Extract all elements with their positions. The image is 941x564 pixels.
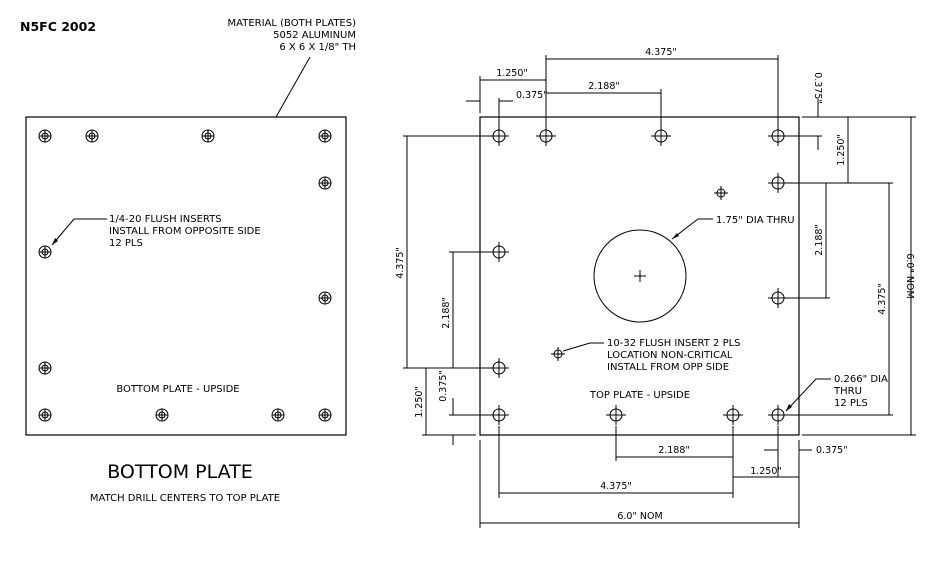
top-thru-hole: [489, 242, 509, 262]
top-plate-side-label: TOP PLATE - UPSIDE: [589, 390, 690, 401]
top-plate-holes: [489, 126, 788, 425]
bottom-insert-hole: [38, 245, 52, 259]
dim-top-2188: 2.188": [588, 81, 620, 92]
material-note-line2: 5052 ALUMINUM: [273, 30, 356, 41]
dim-top-0375: 0.375": [516, 90, 548, 101]
bottom-insert-note-line3: 12 PLS: [109, 238, 143, 249]
material-note-line3: 6 X 6 X 1/8" TH: [279, 42, 356, 53]
material-note-line1: MATERIAL (BOTH PLATES): [228, 18, 357, 29]
bottom-insert-hole: [318, 291, 332, 305]
bottom-insert-note-line2: INSTALL FROM OPPOSITE SIDE: [109, 226, 261, 237]
dim-bottom-4375: 4.375": [600, 481, 632, 492]
bottom-insert-hole: [201, 129, 215, 143]
bottom-plate-subtitle: MATCH DRILL CENTERS TO TOP PLATE: [90, 493, 280, 504]
top-thru-hole: [768, 126, 788, 146]
dim-left-0375: 0.375": [438, 370, 449, 402]
bottom-insert-arrowhead: [52, 238, 58, 245]
top-plate-outline: [479, 116, 800, 436]
dim-top-4375: 4.375": [645, 47, 677, 58]
center-hole-note: 1.75" DIA THRU: [716, 215, 795, 226]
bottom-plate-view: 1/4-20 FLUSH INSERTS INSTALL FROM OPPOSI…: [25, 116, 347, 504]
drawing-id: N5FC 2002: [20, 19, 96, 34]
dim-left-2188: 2.188": [441, 297, 452, 329]
dim-left-1250: 1.250": [414, 386, 425, 418]
hole-note-line2: THRU: [833, 386, 862, 397]
bottom-insert-hole: [318, 408, 332, 422]
insert-10-32-note-line3: INSTALL FROM OPP SIDE: [607, 362, 729, 373]
material-note: MATERIAL (BOTH PLATES) 5052 ALUMINUM 6 X…: [228, 18, 357, 118]
bottom-plate-outline: [25, 116, 347, 436]
dimensions-bottom: 2.188" 1.250" 4.375" 6.0" NOM 0.375": [479, 426, 848, 528]
bottom-insert-hole: [85, 129, 99, 143]
bottom-insert-hole: [38, 361, 52, 375]
top-thru-hole: [723, 405, 743, 425]
hole-note-line1: 0.266" DIA: [834, 374, 888, 385]
bottom-insert-note-line1: 1/4-20 FLUSH INSERTS: [109, 214, 222, 225]
bottom-insert-hole: [271, 408, 285, 422]
dim-right-60nom: 6.0" NOM: [904, 253, 915, 298]
top-thru-hole: [768, 173, 788, 193]
hole-note-arrowhead: [786, 404, 792, 411]
top-plate-view: 1.75" DIA THRU 10-32 FLUSH INSERT 2 PLS …: [479, 116, 888, 436]
top-thru-hole: [606, 405, 626, 425]
dim-right-4375: 4.375": [877, 283, 888, 315]
bottom-insert-hole: [318, 129, 332, 143]
insert-10-32-note-line1: 10-32 FLUSH INSERT 2 PLS: [607, 338, 741, 349]
dim-right-0375: 0.375": [812, 72, 823, 104]
bottom-insert-hole: [155, 408, 169, 422]
dim-bottom-1250: 1.250": [750, 466, 782, 477]
dim-left-4375: 4.375": [395, 247, 406, 279]
hole-note-line3: 12 PLS: [834, 398, 868, 409]
hole-note-leader: [785, 378, 831, 412]
dim-bottom-2188: 2.188": [658, 445, 690, 456]
insert-10-32-upper: [714, 186, 728, 200]
dimensions-top: 4.375" 1.250" 2.188" 0.375": [466, 47, 779, 127]
dimensions-right: 6.0" NOM 4.375" 2.188" 1.250" 0.375": [786, 72, 916, 436]
center-hole-leader: [671, 218, 713, 240]
top-thru-hole: [489, 358, 509, 378]
material-leader-line: [275, 56, 311, 118]
center-hole-arrowhead: [672, 233, 679, 239]
dim-right-1250: 1.250": [836, 134, 847, 166]
bottom-insert-hole: [38, 129, 52, 143]
bottom-insert-hole: [38, 408, 52, 422]
bottom-insert-hole: [318, 176, 332, 190]
dimensions-left: 4.375" 2.188" 1.250" 0.375": [395, 135, 492, 445]
top-thru-hole: [489, 126, 509, 146]
top-thru-hole: [536, 126, 556, 146]
insert-10-32-leader: [562, 342, 604, 352]
bottom-plate-holes: [38, 129, 332, 422]
center-hole: [593, 229, 687, 323]
dim-top-1250: 1.250": [496, 68, 528, 79]
dim-right-2188: 2.188": [814, 224, 825, 256]
insert-10-32-lower: [551, 347, 565, 361]
top-thru-hole: [651, 126, 671, 146]
bottom-insert-leader: [51, 218, 107, 246]
insert-10-32-note-line2: LOCATION NON-CRITICAL: [607, 350, 733, 361]
dim-bottom-0375: 0.375": [816, 445, 848, 456]
bottom-plate-title: BOTTOM PLATE: [107, 461, 253, 483]
bottom-plate-side-label: BOTTOM PLATE - UPSIDE: [116, 384, 239, 395]
top-thru-hole: [768, 405, 788, 425]
top-thru-hole: [489, 405, 509, 425]
dim-bottom-60nom: 6.0" NOM: [617, 511, 662, 522]
top-thru-hole: [768, 288, 788, 308]
